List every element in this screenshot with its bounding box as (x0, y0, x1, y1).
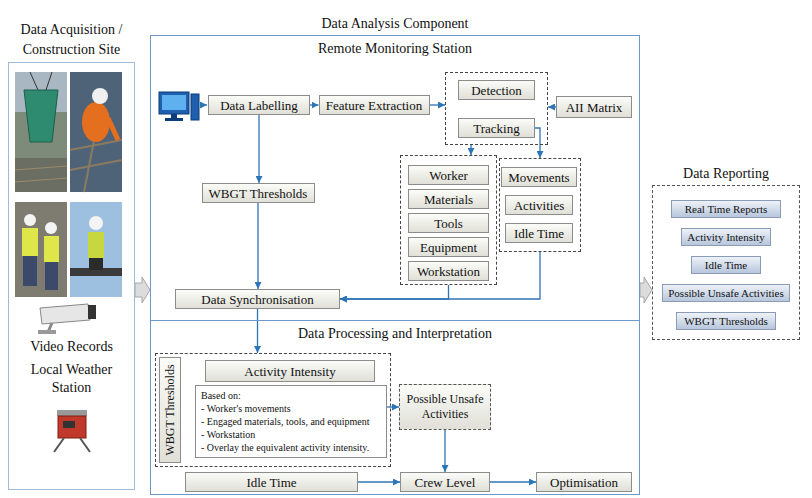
flow-arrow (444, 430, 445, 472)
process-box: Movements (501, 167, 577, 187)
process-box: Data Synchronisation (175, 289, 340, 309)
box-label: Activity Intensity (244, 364, 335, 379)
icon-caption: Video Records (9, 339, 134, 355)
process-box: WBGT Thresholds (202, 183, 315, 203)
box-label: Idle Time (514, 226, 564, 241)
report-button: Possible Unsafe Activities (662, 284, 790, 302)
section-band: WBGT Thresholds Activity IntensityBased o… (151, 320, 639, 494)
process-box: Tools (408, 213, 489, 233)
report-button: WBGT Thresholds (676, 312, 776, 330)
weather-station-icon (54, 410, 90, 452)
process-box: Worker (408, 165, 489, 185)
box-label: WBGT Thresholds (163, 364, 178, 455)
process-box: Idle Time (505, 223, 573, 243)
box-label: Worker (429, 168, 468, 183)
flow-arrow (470, 145, 471, 155)
list-item: - Worker's movements (201, 402, 381, 415)
process-box: Workstation (408, 261, 489, 281)
flow-arrow (358, 481, 400, 482)
process-box: Idle Time (185, 472, 358, 492)
box-label: Optimisation (550, 475, 618, 490)
process-box: Materials (408, 189, 489, 209)
box-label: Feature Extraction (326, 98, 422, 113)
box-label: Possible Unsafe Activities (668, 287, 784, 300)
process-box: Optimisation (536, 472, 632, 492)
cctv-camera-icon (38, 304, 96, 334)
dashed-group: DetectionTracking (445, 72, 548, 145)
box-label: Activities (514, 198, 565, 213)
flow-arrow (548, 106, 556, 107)
component-panel: Data Labelling Feature Extraction Detectio… (150, 35, 640, 495)
report-button: Idle Time (691, 256, 761, 274)
icon-caption: Local Weather Station (21, 361, 122, 397)
box-label: Equipment (420, 240, 477, 255)
box-label: Data Labelling (220, 98, 298, 113)
list-heading: Based on: (201, 389, 381, 402)
component-panel: Real Time ReportsActivity IntensityIdle … (652, 185, 800, 340)
box-label: Idle Time (246, 475, 296, 490)
section-heading: Data Processing and Interpretation (151, 326, 639, 342)
vertical-label-box: WBGT Thresholds (159, 357, 181, 463)
box-label: Data Synchronisation (201, 292, 313, 307)
block-arrow (135, 277, 150, 303)
section-heading: Data Acquisition / Construction Site (9, 20, 134, 60)
box-label: Materials (424, 192, 473, 207)
flow-arrow (430, 104, 446, 105)
process-box: Data Labelling (208, 95, 310, 115)
flow-arrow (340, 252, 540, 299)
list-item: - Overlay the equivalent activity intens… (201, 441, 381, 454)
process-box: Equipment (408, 237, 489, 257)
box-label: Activity Intensity (687, 231, 764, 244)
list-item: - Workstation (201, 428, 381, 441)
input-arrow (200, 104, 207, 105)
site-photo (15, 72, 67, 192)
box-label: Idle Time (705, 259, 747, 272)
site-photo (70, 72, 122, 192)
list-item: - Engaged materials, tools, and equipmen… (201, 415, 381, 428)
box-label: AII Matrix (566, 100, 623, 115)
process-box: Detection (458, 80, 535, 100)
report-button: Activity Intensity (681, 228, 771, 246)
box-label: Possible Unsafe Activities (404, 392, 486, 422)
flow-arrow (257, 309, 258, 353)
flow-arrow (310, 104, 319, 105)
site-photo (15, 202, 67, 297)
flow-arrow (490, 481, 536, 482)
flow-arrow (257, 203, 258, 289)
dashed-group: WorkerMaterialsToolsEquipmentWorkstation (400, 155, 497, 285)
report-button: Real Time Reports (671, 200, 781, 218)
site-panel: Data Acquisition / Construction SiteVide… (8, 62, 135, 490)
flow-arrow (258, 115, 259, 183)
section-band: Data Labelling Feature Extraction Detectio… (151, 36, 639, 320)
process-box: Feature Extraction (319, 95, 430, 115)
site-photo (70, 202, 122, 297)
box-label: Crew Level (414, 475, 475, 490)
flow-arrow (340, 285, 449, 299)
box-label: Tools (434, 216, 463, 231)
dashed-group: WBGT Thresholds Activity IntensityBased o… (155, 353, 391, 467)
box-label: WBGT Thresholds (684, 315, 768, 328)
process-box: AII Matrix (556, 96, 632, 118)
flow-arrow (387, 406, 399, 407)
block-arrow (640, 277, 652, 303)
box-label: Movements (508, 170, 569, 185)
process-box: Activities (505, 195, 573, 215)
box-label: WBGT Thresholds (209, 186, 308, 201)
process-box: Tracking (458, 118, 535, 138)
process-box: Possible Unsafe Activities (399, 384, 491, 430)
box-label: Real Time Reports (685, 203, 768, 216)
flow-arrow (535, 128, 540, 158)
section-heading: Data Reporting (629, 165, 812, 183)
dashed-group: MovementsActivitiesIdle Time (499, 158, 581, 252)
box-label: Workstation (417, 264, 480, 279)
process-box: Crew Level (400, 472, 490, 492)
section-heading: Remote Monitoring Station (151, 41, 639, 57)
section-heading: Data Analysis Component (127, 15, 663, 33)
process-box: Activity Intensity (205, 360, 375, 382)
box-label: Detection (471, 83, 522, 98)
computer-icon (159, 92, 199, 121)
criteria-box: Based on:- Worker's movements- Engaged m… (195, 385, 387, 458)
box-label: Tracking (473, 121, 519, 136)
